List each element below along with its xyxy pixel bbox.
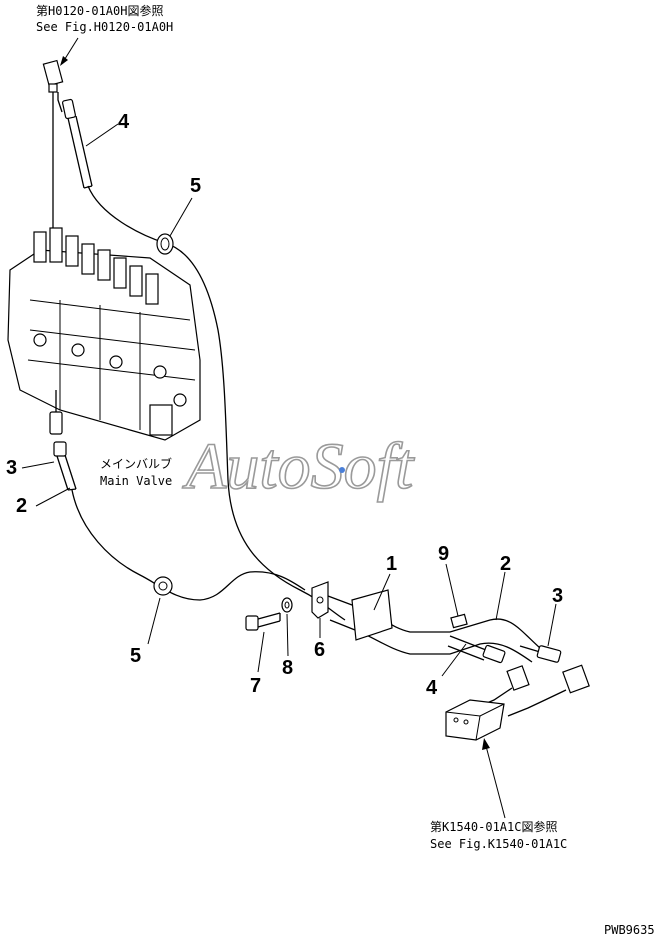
ref-bottom-jp: 第K1540-01A1C図参照 (430, 819, 557, 834)
callout-1: 1 (386, 553, 397, 575)
bracket-part-6 (311, 581, 329, 619)
callout-3-left: 3 (6, 457, 17, 479)
switch-right-a (479, 665, 530, 707)
main-valve-label-en: Main Valve (100, 474, 172, 488)
watermark-dot (339, 467, 345, 473)
callout-7: 7 (250, 675, 261, 697)
figure-code: PWB9635 (604, 923, 655, 937)
callout-5-top: 5 (190, 175, 201, 197)
tube-right-part-4 (447, 635, 506, 664)
top-tube-part-4 (62, 98, 93, 189)
callout-6: 6 (314, 639, 325, 661)
main-valve-body (7, 227, 201, 441)
tube-right-part-3 (519, 645, 562, 663)
callout-4-top: 4 (118, 111, 130, 133)
clamp-bottom-part-5 (153, 576, 173, 596)
callout-3-right: 3 (552, 585, 563, 607)
callout-8: 8 (282, 657, 293, 679)
washer-part-8 (281, 597, 293, 613)
callout-5-bottom: 5 (130, 645, 141, 667)
lower-harness-route (71, 489, 306, 601)
top-reference-arrow (60, 37, 79, 66)
ref-bottom-en: See Fig.K1540-01A1C (430, 837, 567, 851)
harness-part-1 (327, 589, 541, 663)
ref-top-jp: 第H0120-01A0H図参照 (36, 3, 163, 18)
clamp-top-part-5 (156, 233, 174, 255)
lower-tube-part-3 (53, 441, 77, 491)
callout-9: 9 (438, 543, 449, 565)
watermark: AutoSoft (182, 430, 415, 503)
upper-pressure-switch (42, 59, 64, 93)
bolt-part-7 (245, 612, 281, 631)
branch-part-9 (450, 613, 468, 629)
callout-leaders (21, 123, 557, 677)
connector-box (445, 699, 505, 741)
lower-pressure-switch (49, 390, 63, 435)
switch-right-b (507, 664, 590, 717)
bottom-reference-arrow (482, 738, 506, 819)
callout-2-left: 2 (16, 495, 27, 517)
callout-2-right: 2 (500, 553, 511, 575)
ref-top-en: See Fig.H0120-01A0H (36, 20, 173, 34)
main-valve-label-jp: メインバルブ (100, 456, 172, 471)
callout-4-right: 4 (426, 677, 438, 699)
